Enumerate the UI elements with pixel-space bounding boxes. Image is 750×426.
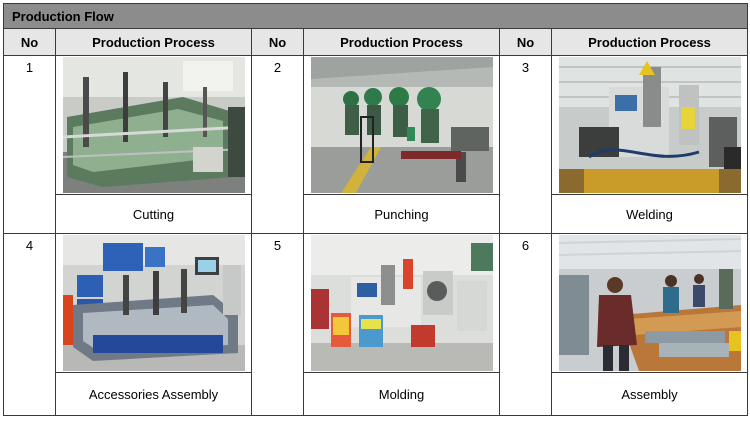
step-number: 3 (499, 55, 552, 234)
welding-station-photo (558, 57, 741, 193)
assembly-line-photo (558, 235, 741, 371)
punching-line-photo (310, 57, 493, 193)
step-number: 2 (251, 55, 304, 234)
photo-cell (303, 55, 500, 195)
header-process-2: Production Process (303, 28, 500, 56)
accessories-assembly-machine-photo (62, 235, 245, 371)
process-label: Accessories Assembly (55, 372, 252, 416)
header-no-3: No (499, 28, 552, 56)
photo-cell (303, 233, 500, 373)
step-number: 1 (3, 55, 56, 234)
header-no-1: No (3, 28, 56, 56)
process-label: Assembly (550, 372, 749, 416)
header-process-3: Production Process (550, 28, 749, 56)
header-process-1: Production Process (55, 28, 252, 56)
photo-cell (55, 55, 252, 195)
header-no-2: No (251, 28, 304, 56)
step-number: 4 (3, 233, 56, 416)
process-label: Molding (303, 372, 500, 416)
production-flow-sheet: Production Flow No Production Process No… (2, 3, 749, 418)
process-label: Welding (550, 194, 749, 234)
production-flow-table: Production Flow No Production Process No… (2, 3, 749, 416)
step-number: 5 (251, 233, 304, 416)
cutting-machine-photo (62, 57, 245, 193)
molding-machine-photo (310, 235, 493, 371)
process-label: Cutting (55, 194, 252, 234)
process-label: Punching (303, 194, 500, 234)
table-title: Production Flow (2, 3, 749, 29)
photo-cell (550, 55, 749, 195)
photo-cell (55, 233, 252, 373)
photo-cell (550, 233, 749, 373)
step-number: 6 (499, 233, 552, 416)
